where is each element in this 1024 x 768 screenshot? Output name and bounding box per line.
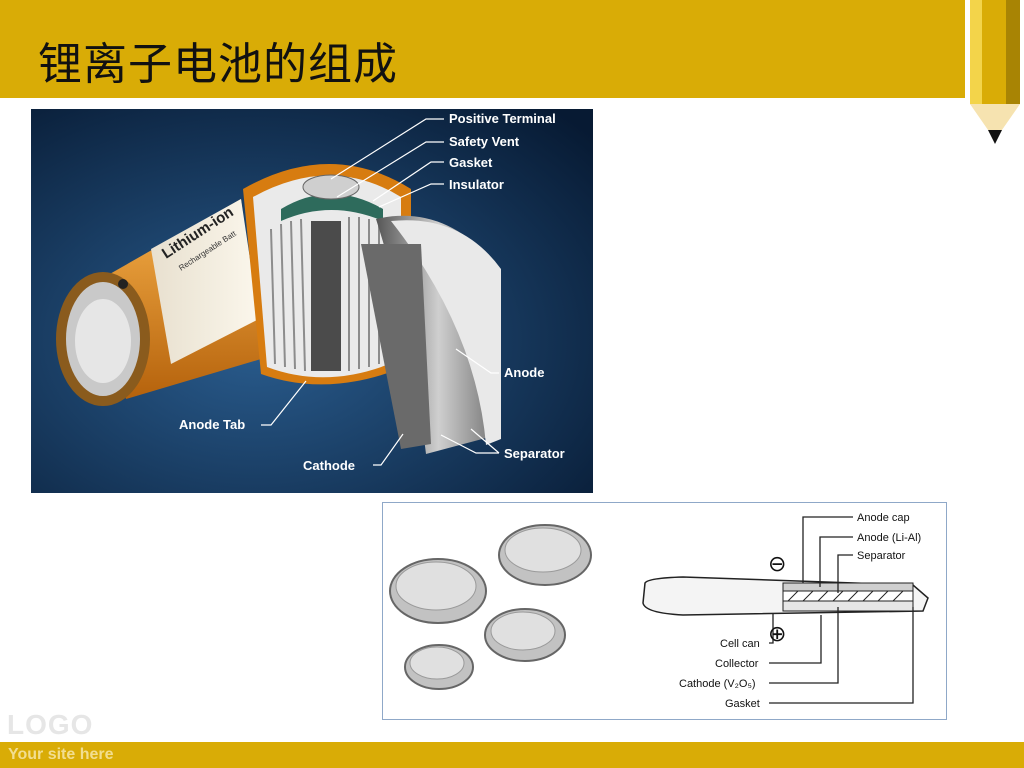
callout-safety-vent: Safety Vent — [449, 134, 520, 149]
callout-positive-terminal: Positive Terminal — [449, 111, 556, 126]
callout-insulator: Insulator — [449, 177, 504, 192]
callout-cell-can: Cell can — [720, 638, 760, 650]
callout-cathode-v2o5: Cathode (V₂O₅) — [679, 678, 756, 690]
plus-symbol: ⊕ — [768, 622, 786, 647]
lithium-ion-cutaway-image: Lithium-ion Rechargeable Batt — [31, 109, 593, 493]
callout-gasket: Gasket — [449, 155, 493, 170]
callout-coin-gasket: Gasket — [725, 698, 760, 710]
callout-cathode: Cathode — [303, 458, 355, 473]
callout-separator: Separator — [504, 446, 565, 461]
title-bar: 锂离子电池的组成 — [0, 0, 965, 98]
pencil-icon — [966, 0, 1024, 146]
site-text: Your site here — [8, 746, 114, 764]
minus-symbol: ⊖ — [768, 552, 786, 577]
callout-collector: Collector — [715, 658, 759, 670]
logo-placeholder: LOGO — [7, 709, 93, 741]
callout-anode-cap: Anode cap — [857, 512, 910, 524]
slide-title: 锂离子电池的组成 — [38, 28, 398, 92]
footer-bar — [0, 742, 1024, 768]
callout-anode-li-al: Anode (Li-Al) — [857, 532, 921, 544]
callout-anode: Anode — [504, 365, 544, 380]
callout-coin-separator: Separator — [857, 550, 906, 562]
callout-anode-tab: Anode Tab — [179, 417, 245, 432]
coin-cell-cross-section — [643, 577, 928, 615]
coin-cell-diagram-image: ⊖ ⊕ Anode cap Anode (Li-Al) Separator Ce… — [382, 502, 947, 720]
